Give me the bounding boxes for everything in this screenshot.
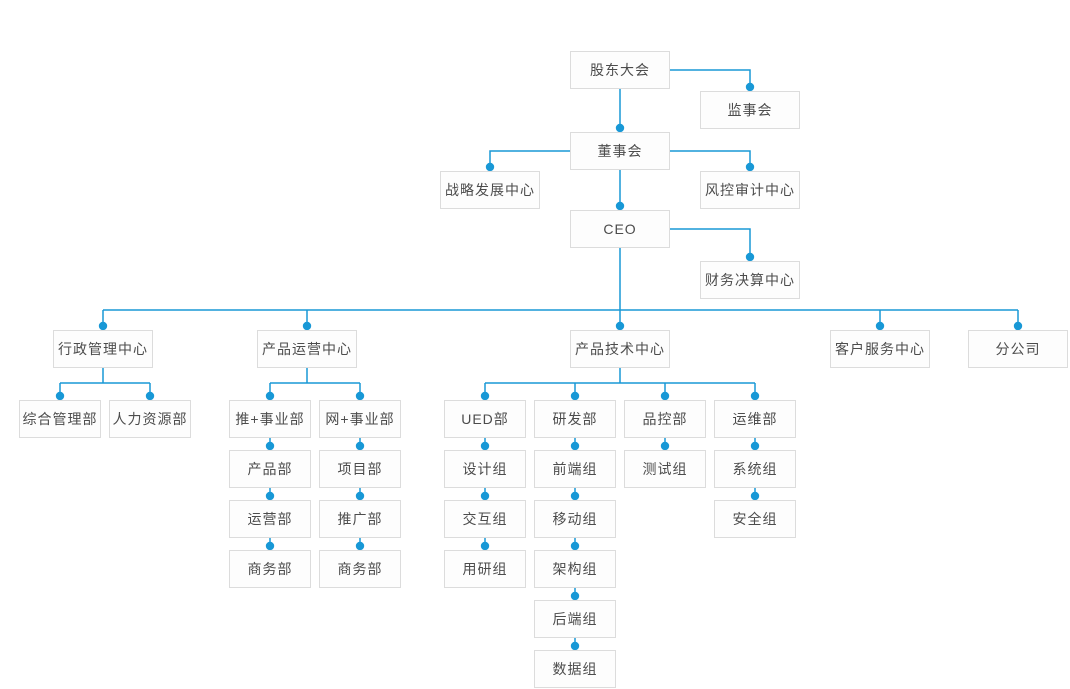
org-node-ceo: CEO [570,210,670,248]
org-node-product-dept: 产品部 [229,450,311,488]
org-node-qc-dept: 品控部 [624,400,706,438]
connector-dot [750,491,760,501]
connector-line [670,150,751,167]
org-node-shareholders-meeting: 股东大会 [570,51,670,89]
connector-dot [480,441,490,451]
connector-dot [480,541,490,551]
connector-dot [485,162,495,172]
connector-dot [265,541,275,551]
connector-dot [660,441,670,451]
org-node-finance-center: 财务决算中心 [700,261,800,299]
connector-dot [615,201,625,211]
connector-line [489,150,570,167]
org-node-project-dept: 项目部 [319,450,401,488]
org-node-customer-service-center: 客户服务中心 [830,330,930,368]
org-node-promotion-dept: 推广部 [319,500,401,538]
org-node-board-of-directors: 董事会 [570,132,670,170]
connector-dot [615,123,625,133]
org-node-operations-dept: 运营部 [229,500,311,538]
connector-dot [302,321,312,331]
connector-dot [355,541,365,551]
connector-dot [145,391,155,401]
org-node-branch-company: 分公司 [968,330,1068,368]
org-node-ued-dept: UED部 [444,400,526,438]
connector-dot [355,441,365,451]
connector-dot [355,391,365,401]
connector-dot [570,391,580,401]
connector-dot [1013,321,1023,331]
connector-dot [875,321,885,331]
connector-dot [750,391,760,401]
org-node-frontend-group: 前端组 [534,450,616,488]
connector-dot [660,391,670,401]
org-node-business-dept-wang: 商务部 [319,550,401,588]
connector-dot [745,252,755,262]
connector-dot [750,441,760,451]
connector-dot [745,162,755,172]
connector-dot [615,321,625,331]
org-node-mobile-group: 移动组 [534,500,616,538]
connector-dot [570,441,580,451]
connector-dot [265,391,275,401]
connector-dot [98,321,108,331]
org-node-security-group: 安全组 [714,500,796,538]
org-node-architecture-group: 架构组 [534,550,616,588]
connector-dot [480,391,490,401]
org-node-rd-dept: 研发部 [534,400,616,438]
connector-dot [570,491,580,501]
org-node-risk-audit-center: 风控审计中心 [700,171,800,209]
org-node-tui-division: 推+事业部 [229,400,311,438]
org-node-testing-group: 测试组 [624,450,706,488]
org-node-interaction-group: 交互组 [444,500,526,538]
org-node-hr-dept: 人力资源部 [109,400,191,438]
org-node-system-group: 系统组 [714,450,796,488]
connector-dot [265,441,275,451]
org-node-design-group: 设计组 [444,450,526,488]
org-node-product-ops-center: 产品运营中心 [257,330,357,368]
org-node-general-admin-dept: 综合管理部 [19,400,101,438]
org-node-wang-division: 网+事业部 [319,400,401,438]
connector-dot [265,491,275,501]
org-node-product-tech-center: 产品技术中心 [570,330,670,368]
org-node-data-group: 数据组 [534,650,616,688]
connector-dot [570,541,580,551]
connector-dot [355,491,365,501]
connector-dot [570,591,580,601]
connector-dot [745,82,755,92]
org-node-ops-maintenance-dept: 运维部 [714,400,796,438]
org-node-user-research-group: 用研组 [444,550,526,588]
connector-dot [570,641,580,651]
connector-dot [55,391,65,401]
connector-line [670,228,751,257]
org-node-backend-group: 后端组 [534,600,616,638]
org-node-supervisory-board: 监事会 [700,91,800,129]
org-node-admin-center: 行政管理中心 [53,330,153,368]
org-node-strategy-center: 战略发展中心 [440,171,540,209]
connector-dot [480,491,490,501]
org-node-business-dept-tui: 商务部 [229,550,311,588]
connector-line [670,69,751,87]
